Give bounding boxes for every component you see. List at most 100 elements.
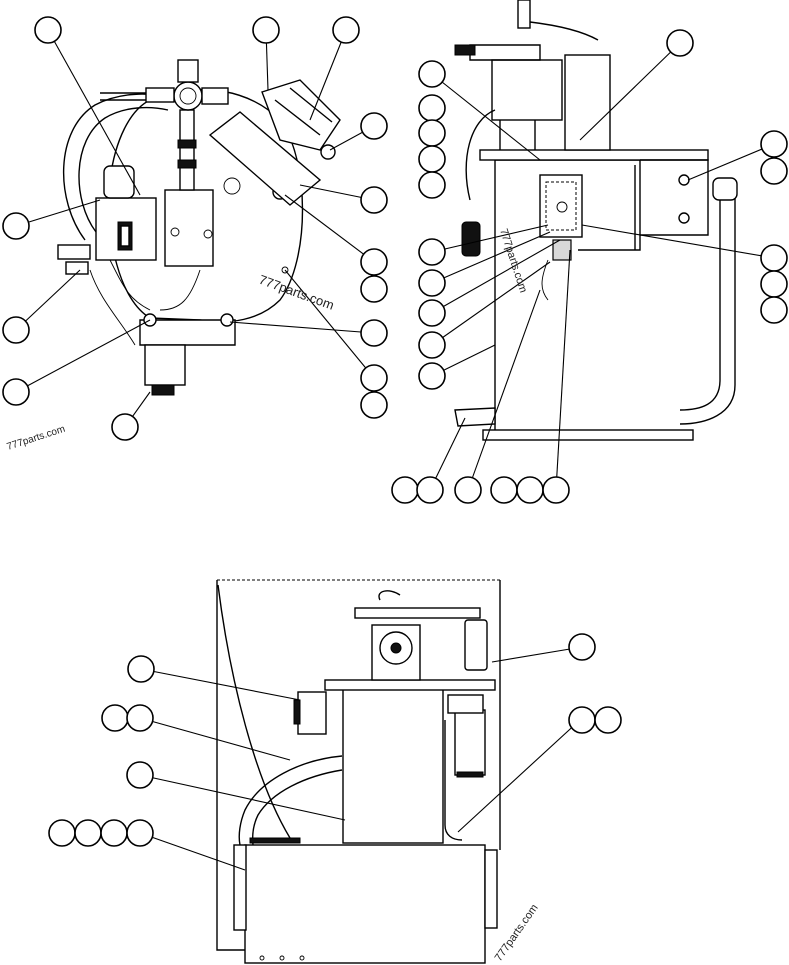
tank-flange [479, 149, 709, 161]
callout-bubble[interactable] [126, 761, 154, 789]
callout-bubble[interactable] [516, 476, 544, 504]
motor-column [564, 54, 611, 151]
callout-bubble[interactable] [542, 476, 570, 504]
side-hose [465, 109, 496, 201]
housing-top-plate [324, 679, 496, 691]
mid-fitting [447, 694, 484, 714]
tank-base [482, 429, 694, 441]
callout-bubble[interactable] [2, 212, 30, 240]
callout-bubble[interactable] [252, 16, 280, 44]
callout-bubble[interactable] [418, 238, 446, 266]
view-bottom [216, 579, 501, 964]
bent-hose-inner [251, 769, 343, 846]
top-hose-loop [378, 590, 401, 601]
callout-bubble[interactable] [418, 362, 446, 390]
reservoir [244, 844, 486, 964]
top-valve [454, 44, 476, 56]
watermark: 777parts.com [257, 272, 336, 313]
callout-bubble[interactable] [666, 29, 694, 57]
callout-bubble[interactable] [418, 94, 446, 122]
callout-bubble[interactable] [74, 819, 102, 847]
cross-hose [100, 92, 146, 101]
callout-bubble[interactable] [111, 413, 139, 441]
pump-bracket [208, 111, 322, 206]
cross-top [177, 59, 199, 83]
reservoir-side [484, 849, 498, 929]
bracket-bolt [220, 313, 234, 327]
callout-bubble[interactable] [594, 706, 622, 734]
fitting-stack [179, 109, 195, 191]
callout-bubble[interactable] [568, 706, 596, 734]
callout-bubble[interactable] [360, 275, 388, 303]
reservoir-lip [233, 844, 247, 931]
solenoid-coil [103, 165, 135, 199]
callout-bubble[interactable] [101, 704, 129, 732]
callout-bubble[interactable] [760, 244, 788, 272]
callout-bubble[interactable] [126, 819, 154, 847]
callout-bubble[interactable] [100, 819, 128, 847]
callout-bubble[interactable] [418, 60, 446, 88]
callout-bubble[interactable] [332, 16, 360, 44]
foot-hole [299, 955, 305, 961]
callout-bubbles [2, 16, 788, 847]
top-handle [517, 0, 531, 29]
return-hose-inner [679, 195, 736, 425]
callout-bubble[interactable] [2, 316, 30, 344]
right-cylinder-cap [456, 771, 484, 778]
callout-bubble[interactable] [568, 633, 596, 661]
leader-lines [15, 29, 775, 871]
valve-window-inner [120, 225, 130, 247]
motor-block [491, 59, 563, 121]
callout-bubble[interactable] [418, 331, 446, 359]
foot-hole [259, 955, 265, 961]
box-fitting [552, 239, 572, 261]
diagonal-rod [217, 584, 291, 839]
callout-bubble[interactable] [418, 299, 446, 327]
callout-bubble[interactable] [760, 296, 788, 324]
pump-detail [274, 87, 333, 136]
callout-bubble[interactable] [760, 130, 788, 158]
hatch [249, 837, 301, 844]
cross-fitting [173, 81, 203, 111]
callout-bubble[interactable] [360, 319, 388, 347]
cross-fitting-inner [179, 87, 197, 105]
callout-bubble[interactable] [360, 364, 388, 392]
view-top-left [57, 59, 341, 396]
callout-bubble[interactable] [760, 157, 788, 185]
callout-bubble[interactable] [2, 378, 30, 406]
junction-box-inner [545, 181, 577, 231]
right-column [464, 619, 488, 671]
lower-bracket [139, 319, 236, 346]
callout-bubble[interactable] [418, 269, 446, 297]
frame-solid [216, 580, 501, 951]
callout-bubble[interactable] [418, 145, 446, 173]
callout-bubble[interactable] [418, 119, 446, 147]
callout-bubble[interactable] [418, 171, 446, 199]
right-bracket [640, 159, 709, 236]
callout-bubble[interactable] [126, 704, 154, 732]
callout-bubble[interactable] [454, 476, 482, 504]
pump-motor [261, 79, 341, 151]
watermark: 777parts.com [6, 424, 67, 453]
callout-bubble[interactable] [360, 186, 388, 214]
callout-bubble[interactable] [391, 476, 419, 504]
callout-bubble[interactable] [34, 16, 62, 44]
callout-bubble[interactable] [360, 248, 388, 276]
callout-bubble[interactable] [416, 476, 444, 504]
left-junction-box [297, 691, 327, 735]
pump-cap [320, 144, 336, 160]
right-cylinder [454, 709, 486, 776]
return-hose [679, 195, 721, 411]
callout-bubble[interactable] [48, 819, 76, 847]
callout-bubble[interactable] [127, 655, 155, 683]
callout-bubble[interactable] [360, 112, 388, 140]
lower-block [144, 344, 186, 386]
callout-bubble[interactable] [760, 270, 788, 298]
pump-head-hub [390, 642, 402, 654]
manifold-block [164, 189, 214, 267]
callout-bubble[interactable] [360, 391, 388, 419]
top-hose [529, 21, 599, 41]
cross-right [201, 87, 229, 105]
callout-bubble[interactable] [490, 476, 518, 504]
foot-hole [279, 955, 285, 961]
